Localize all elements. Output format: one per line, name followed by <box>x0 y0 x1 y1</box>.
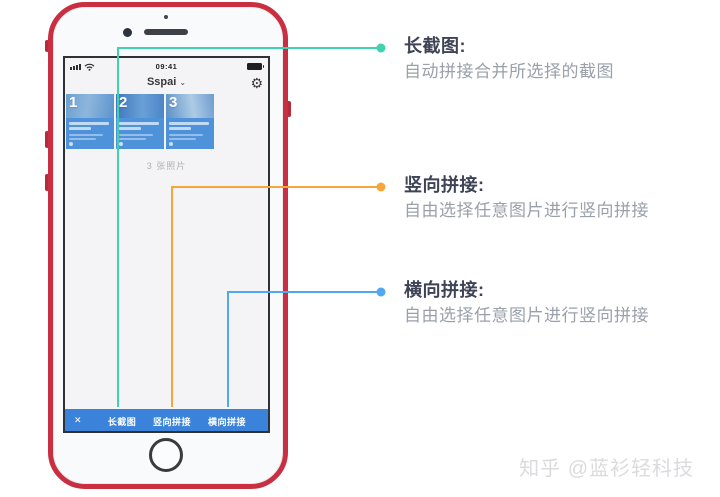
annotation-dot-long-screenshot <box>376 43 386 53</box>
annotation-dot-vertical-stitch <box>376 182 386 192</box>
battery-icon <box>247 63 264 70</box>
front-camera <box>123 28 132 37</box>
photo-grid: 1 2 3 <box>66 94 214 149</box>
title-dropdown[interactable]: Sspai ⌄ <box>65 76 268 88</box>
photo-thumbnail[interactable]: 1 <box>66 94 114 149</box>
annotation-desc: 自由选择任意图片进行竖向拼接 <box>404 201 649 220</box>
wifi-icon <box>84 63 95 71</box>
annotation-desc: 自由选择任意图片进行竖向拼接 <box>404 306 649 325</box>
volume-up-button <box>45 131 49 148</box>
thumbnail-number: 3 <box>169 94 178 111</box>
toolbar-button-vertical-stitch[interactable]: 竖向拼接 <box>152 417 192 427</box>
mute-switch <box>45 40 49 52</box>
annotation-title: 长截图: <box>404 36 466 56</box>
status-bar: 09:41 <box>65 58 268 74</box>
nav-bar: Sspai ⌄ ⚙ <box>65 74 268 94</box>
photos-caption: 3 张照片 <box>146 161 187 171</box>
photo-thumbnail[interactable]: 3 <box>166 94 214 149</box>
thumbnail-image <box>66 94 114 118</box>
top-mic-dot <box>164 15 168 19</box>
annotation-block: 长截图: 自动拼接合并所选择的截图 <box>404 36 704 82</box>
annotation-title: 竖向拼接: <box>404 175 485 195</box>
volume-down-button <box>45 174 49 191</box>
status-time: 09:41 <box>155 62 178 71</box>
annotation-block: 横向拼接: 自由选择任意图片进行竖向拼接 <box>404 280 704 326</box>
chevron-down-icon: ⌄ <box>179 78 187 87</box>
annotation-desc: 自动拼接合并所选择的截图 <box>404 62 614 81</box>
thumbnail-footer-icon <box>119 142 123 146</box>
thumbnail-number: 1 <box>69 94 78 111</box>
earpiece-speaker <box>144 29 188 35</box>
signal-icon <box>70 64 81 70</box>
annotation-title: 横向拼接: <box>404 280 485 300</box>
thumbnail-footer-icon <box>69 142 73 146</box>
gear-icon[interactable]: ⚙ <box>250 75 263 91</box>
annotation-dot-horizontal-stitch <box>376 287 386 297</box>
page-title: Sspai <box>146 76 177 88</box>
close-icon[interactable]: ✕ <box>73 415 83 425</box>
toolbar: ✕ 长截图 竖向拼接 横向拼接 <box>65 409 268 431</box>
photo-thumbnail[interactable]: 2 <box>116 94 164 149</box>
thumbnail-number: 2 <box>119 94 128 111</box>
annotation-block: 竖向拼接: 自由选择任意图片进行竖向拼接 <box>404 175 704 221</box>
toolbar-button-horizontal-stitch[interactable]: 横向拼接 <box>207 417 247 427</box>
watermark: 知乎 @蓝衫轻科技 <box>519 458 694 480</box>
thumbnail-footer-icon <box>169 142 173 146</box>
home-button[interactable] <box>149 438 183 472</box>
toolbar-button-long-screenshot[interactable]: 长截图 <box>107 417 137 427</box>
screen: 09:41 Sspai ⌄ ⚙ 1 2 <box>63 56 270 433</box>
